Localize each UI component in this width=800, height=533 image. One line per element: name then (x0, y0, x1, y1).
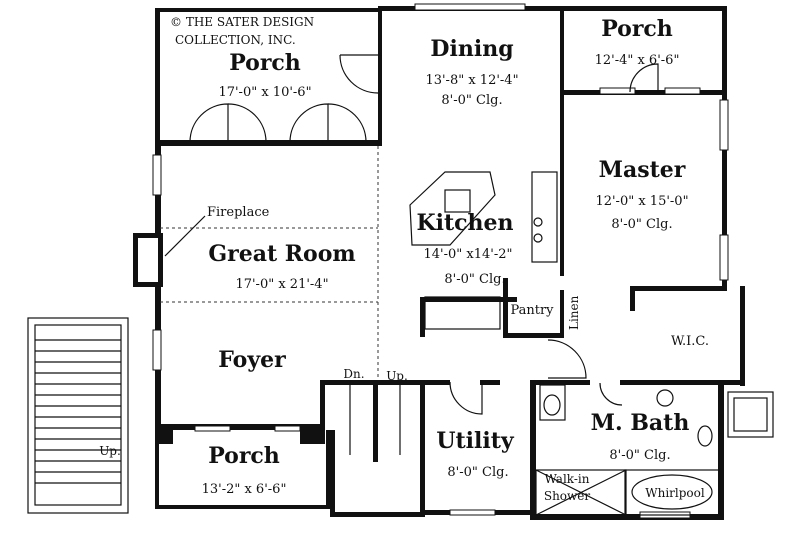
walkin-shower-line-2: Shower (544, 489, 591, 503)
great-room-dims: 17'-0" x 21'-4" (235, 277, 328, 292)
walkin-shower-line-1: Walk-in (545, 472, 590, 486)
porch-top-name: Porch (229, 50, 301, 76)
dining-dims: 13'-8" x 12'-4" (425, 73, 518, 88)
kitchen-name: Kitchen (416, 210, 513, 236)
kitchen-dims: 14'-0" x14'-2" (424, 247, 513, 262)
fireplace-leader (164, 215, 206, 257)
pantry-label: Pantry (510, 303, 554, 318)
porch-front-dims: 13'-2" x 6'-6" (202, 482, 287, 497)
dining-name: Dining (430, 36, 513, 62)
copyright-line-2: COLLECTION, INC. (175, 33, 296, 47)
whirlpool-label: Whirlpool (645, 486, 705, 500)
linen-label: Linen (567, 295, 581, 330)
kitchen-ceiling: 8'-0" Clg. (444, 272, 505, 287)
foyer-name: Foyer (218, 347, 286, 373)
porch-front-name: Porch (208, 443, 280, 469)
m-bath-ceiling: 8'-0" Clg. (609, 448, 670, 463)
utility-name: Utility (436, 428, 515, 454)
master-name: Master (599, 157, 686, 183)
bath-fixtures (535, 384, 774, 516)
porch-master-name: Porch (601, 16, 673, 42)
exterior-stairs-up-label: Up. (99, 444, 121, 458)
utility-ceiling: 8'-0" Clg. (447, 465, 508, 480)
stairs-down-label: Dn. (343, 367, 364, 381)
great-room-name: Great Room (208, 241, 355, 267)
stairs-up-label: Up. (386, 369, 408, 383)
fireplace-label: Fireplace (207, 205, 270, 220)
kitchen-fixtures (409, 171, 558, 330)
dashed-lines (160, 146, 379, 380)
stairs (27, 317, 401, 514)
porch-master-dims: 12'-4" x 6'-6" (595, 53, 680, 68)
master-dims: 12'-0" x 15'-0" (595, 194, 688, 209)
porch-top-dims: 17'-0" x 10'-6" (218, 85, 311, 100)
wic-label: W.I.C. (671, 334, 709, 349)
m-bath-name: M. Bath (591, 410, 690, 436)
master-ceiling: 8'-0" Clg. (611, 217, 672, 232)
copyright-line-1: © THE SATER DESIGN (170, 15, 314, 29)
doors (189, 54, 659, 415)
dining-ceiling: 8'-0" Clg. (441, 93, 502, 108)
